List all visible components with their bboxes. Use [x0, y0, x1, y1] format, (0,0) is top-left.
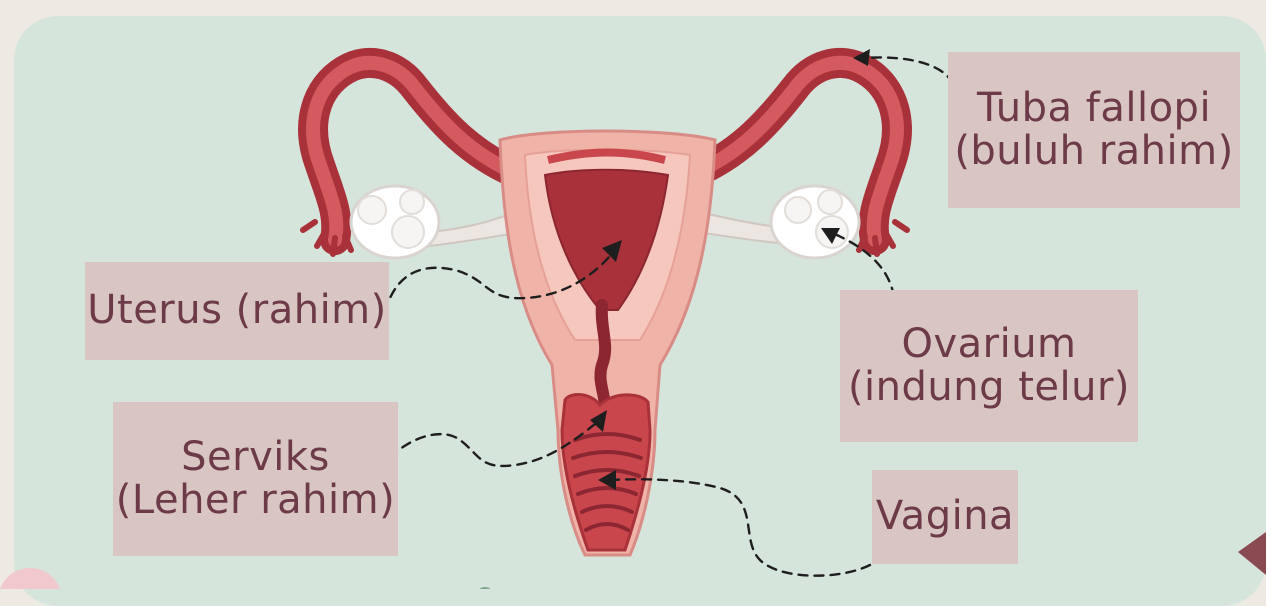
- label-uterus: Uterus (rahim): [85, 262, 389, 360]
- label-ovarium-line2: (indung telur): [848, 366, 1130, 409]
- label-serviks-line1: Serviks: [181, 436, 330, 479]
- ovary-right: [771, 186, 859, 258]
- label-serviks-line2: (Leher rahim): [116, 479, 395, 522]
- ovary-left: [351, 186, 439, 258]
- label-serviks: Serviks (Leher rahim): [113, 402, 398, 556]
- label-tuba-line1: Tuba fallopi: [977, 87, 1211, 130]
- label-ovarium: Ovarium (indung telur): [840, 290, 1138, 442]
- label-vagina: Vagina: [872, 470, 1018, 564]
- label-uterus-line1: Uterus (rahim): [87, 289, 387, 332]
- label-vagina-line1: Vagina: [876, 495, 1014, 538]
- label-tuba-fallopi: Tuba fallopi (buluh rahim): [948, 52, 1240, 208]
- label-ovarium-line1: Ovarium: [901, 323, 1076, 366]
- label-tuba-line2: (buluh rahim): [954, 130, 1233, 173]
